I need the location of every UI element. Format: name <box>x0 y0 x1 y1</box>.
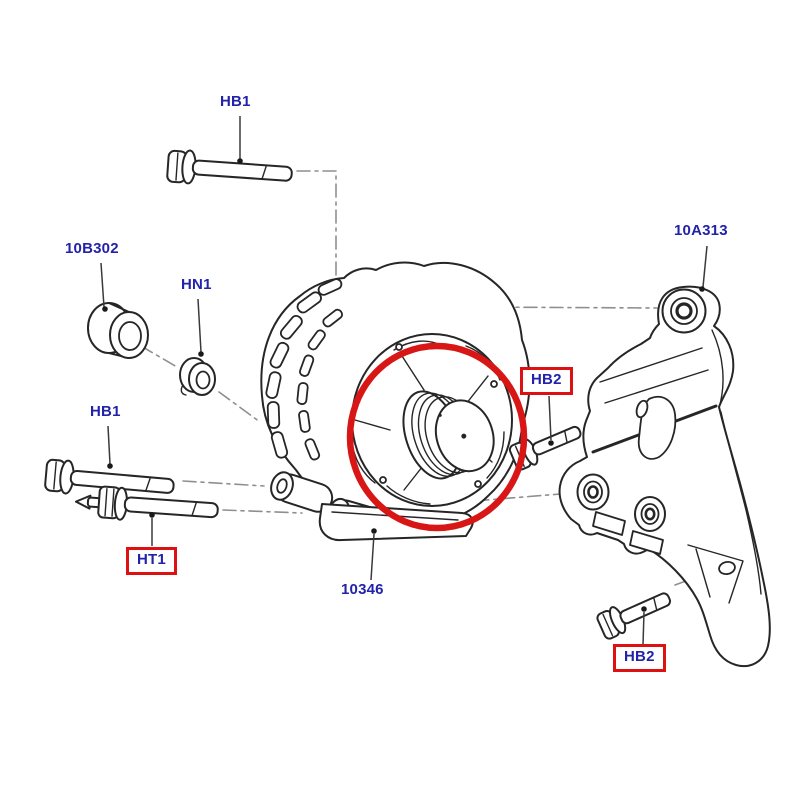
label-hb2-upper-callout[interactable]: HB2 <box>520 367 573 395</box>
label-10a313[interactable]: 10A313 <box>674 222 728 239</box>
bracket-10a313 <box>558 285 771 667</box>
bushing-10b302 <box>87 302 149 359</box>
label-10346[interactable]: 10346 <box>341 581 384 598</box>
bolt-hb1-left <box>44 458 175 495</box>
label-hb1-top[interactable]: HB1 <box>220 93 251 110</box>
bolt-hb1-top <box>166 149 293 185</box>
label-ht1-callout[interactable]: HT1 <box>126 547 177 575</box>
stud-ht1 <box>74 485 219 521</box>
label-hb2-lower-callout[interactable]: HB2 <box>613 644 666 672</box>
nut-hn1 <box>179 357 216 396</box>
pulley <box>402 390 495 480</box>
label-10b302[interactable]: 10B302 <box>65 240 119 257</box>
bolt-hb2-lower <box>596 592 671 640</box>
label-hb1-left[interactable]: HB1 <box>90 403 121 420</box>
alternator-10346 <box>260 261 531 542</box>
highlight-circle <box>346 342 528 532</box>
leader-lines <box>100 116 708 646</box>
label-hn1[interactable]: HN1 <box>181 276 212 293</box>
